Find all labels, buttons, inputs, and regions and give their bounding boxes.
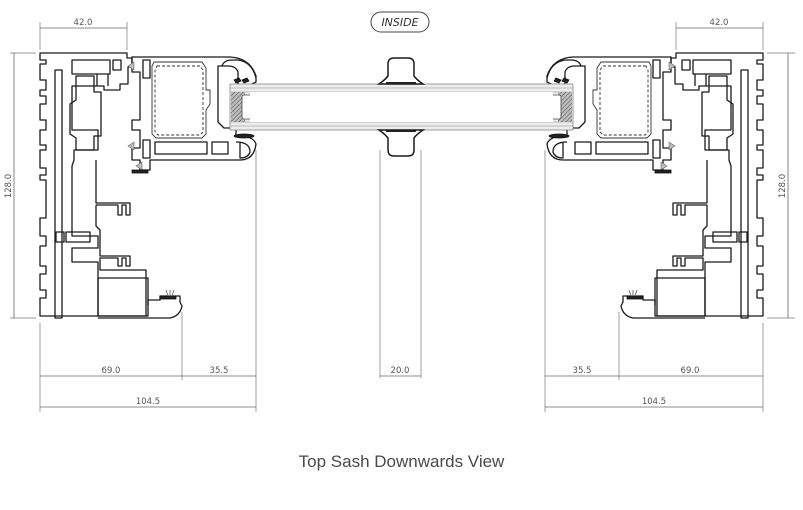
svg-text:35.5: 35.5 — [573, 366, 592, 376]
svg-text:35.5: 35.5 — [210, 366, 229, 376]
svg-text:INSIDE: INSIDE — [381, 16, 418, 29]
right-dimensions: 42.0 128.0 35.5 69.0 104.5 — [544, 18, 795, 412]
sash-section-drawing: INSIDE 42.0 128.0 69.0 35.5 104.5 20.0 4… — [4, 11, 795, 412]
figure-caption: Top Sash Downwards View — [298, 452, 505, 471]
svg-text:42.0: 42.0 — [74, 18, 93, 28]
svg-text:104.5: 104.5 — [642, 397, 666, 407]
svg-text:42.0: 42.0 — [710, 18, 729, 28]
interlock-bottom — [376, 129, 426, 157]
glazing-unit — [229, 83, 574, 131]
inside-label: INSIDE — [370, 11, 430, 33]
svg-text:128.0: 128.0 — [4, 174, 14, 198]
svg-text:128.0: 128.0 — [778, 174, 788, 198]
left-sash-profile — [39, 52, 257, 319]
svg-text:69.0: 69.0 — [681, 366, 700, 376]
left-dimensions: 42.0 128.0 69.0 35.5 104.5 — [4, 18, 257, 412]
interlock-top — [376, 57, 426, 85]
svg-text:69.0: 69.0 — [102, 366, 121, 376]
svg-text:104.5: 104.5 — [136, 397, 160, 407]
center-dimension: 20.0 — [380, 366, 421, 377]
right-sash-profile — [546, 52, 764, 319]
svg-text:20.0: 20.0 — [391, 366, 410, 376]
